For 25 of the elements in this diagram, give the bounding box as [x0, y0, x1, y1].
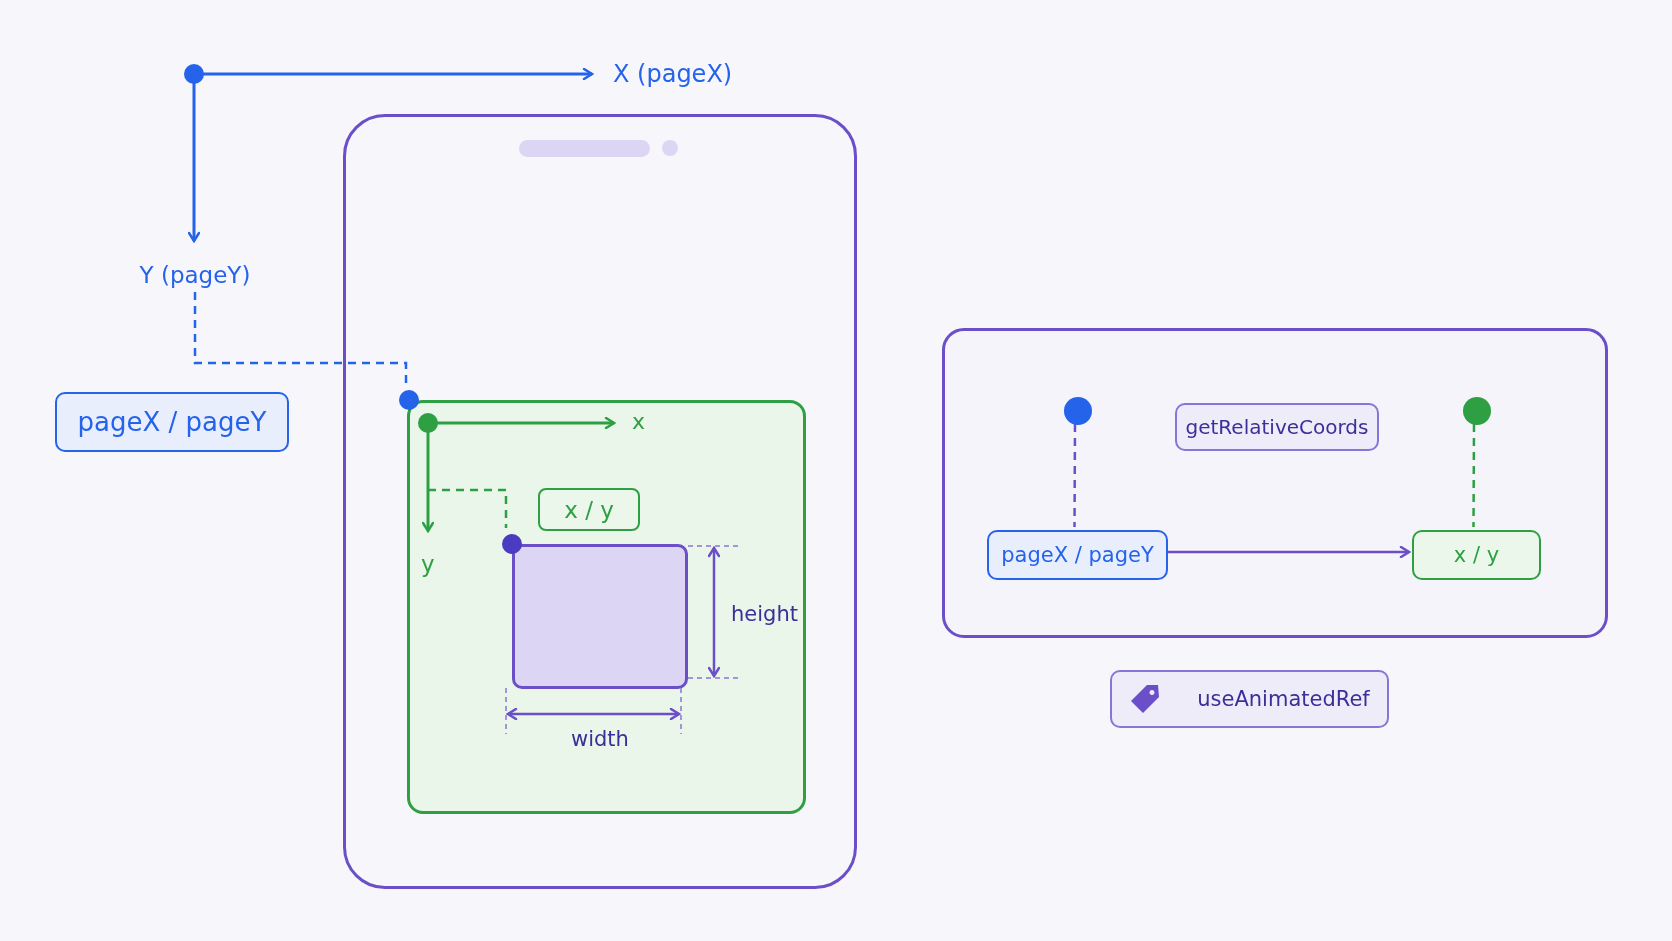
label-box: x / y — [538, 488, 640, 531]
dashed-connector — [428, 488, 508, 528]
label-box: pageX / pageY — [987, 530, 1168, 580]
origin-dot — [399, 390, 419, 410]
function-label-box: getRelativeCoords — [1175, 403, 1379, 451]
axis-label: X (pageX) — [613, 62, 733, 86]
label-box: x / y — [1412, 530, 1541, 580]
corner-dot — [502, 534, 522, 554]
dimension-label: height — [731, 604, 798, 625]
dimension-label: width — [571, 729, 629, 750]
panel-box — [942, 328, 1608, 638]
dashed-connector — [1073, 424, 1077, 527]
axis-label: x — [632, 411, 646, 433]
dashed-connector — [1472, 424, 1476, 527]
point-dot — [1064, 397, 1092, 425]
axis-label: Y (pageY) — [130, 260, 260, 290]
hook-label-box — [1110, 670, 1389, 728]
container-box — [407, 400, 806, 814]
arrow — [1165, 545, 1411, 559]
element-box — [512, 544, 688, 689]
hook-name: useAnimatedRef — [1197, 687, 1370, 711]
label-box: pageX / pageY — [55, 392, 289, 452]
axis-label: y — [421, 553, 435, 576]
point-dot — [1463, 397, 1491, 425]
phone-frame — [343, 114, 857, 889]
